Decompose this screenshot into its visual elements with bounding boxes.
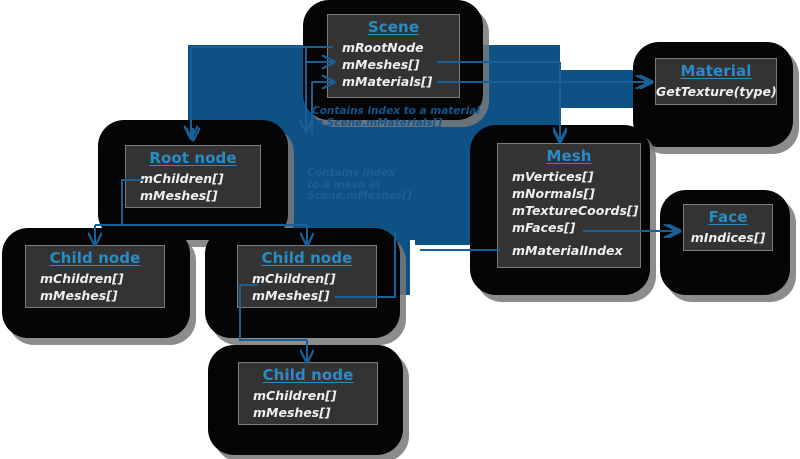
node-box-face[interactable]: Face mIndices[] (683, 204, 773, 251)
node-fields-mesh: mVertices[] mNormals[] mTextureCoords[] … (498, 168, 640, 259)
field-mesh-3: mFaces[] (512, 220, 576, 235)
node-fields-material: GetTexture(type) (656, 83, 777, 100)
mesh-index-annotation: Contains index to a mesh in Scene.mMeshe… (307, 167, 412, 202)
node-fields-scene: mRootNode mMeshes[] mMaterials[] (328, 39, 459, 90)
node-fields-child-left: mChildren[] mMeshes[] (26, 270, 164, 304)
node-box-material[interactable]: Material GetTexture(type) (655, 58, 777, 105)
node-fields-child-sub: mChildren[] mMeshes[] (239, 387, 377, 421)
field-face-0: mIndices[] (690, 230, 766, 245)
node-fields-root: mChildren[] mMeshes[] (126, 170, 260, 204)
node-title-child-mid: Child node (261, 249, 353, 267)
node-title-child-sub: Child node (262, 366, 354, 384)
node-fields-child-mid: mChildren[] mMeshes[] (238, 270, 376, 304)
field-child-sub-1: mMeshes[] (253, 405, 331, 420)
node-box-scene[interactable]: Scene mRootNode mMeshes[] mMaterials[] (327, 14, 460, 98)
node-box-child-sub[interactable]: Child node mChildren[] mMeshes[] (238, 362, 378, 425)
field-scene-0: mRootNode (342, 40, 424, 55)
node-box-root[interactable]: Root node mChildren[] mMeshes[] (125, 145, 261, 208)
node-title-mesh: Mesh (546, 147, 592, 165)
field-child-left-0: mChildren[] (40, 271, 124, 286)
node-box-child-mid[interactable]: Child node mChildren[] mMeshes[] (237, 245, 377, 308)
field-material-0: GetTexture(type) (656, 84, 777, 99)
node-box-child-left[interactable]: Child node mChildren[] mMeshes[] (25, 245, 165, 308)
field-scene-2: mMaterials[] (342, 74, 433, 89)
field-child-sub-0: mChildren[] (253, 388, 337, 403)
node-title-scene: Scene (367, 18, 420, 36)
field-root-1: mMeshes[] (140, 188, 218, 203)
field-scene-1: mMeshes[] (342, 57, 420, 72)
field-mesh-2: mTextureCoords[] (512, 203, 639, 218)
field-mesh-4: mMaterialIndex (512, 243, 623, 258)
field-mesh-1: mNormals[] (512, 186, 595, 201)
field-child-left-1: mMeshes[] (40, 288, 118, 303)
node-box-mesh[interactable]: Mesh mVertices[] mNormals[] mTextureCoor… (497, 143, 641, 268)
field-mesh-0: mVertices[] (512, 169, 594, 184)
node-title-material: Material (680, 62, 752, 80)
node-title-face: Face (708, 208, 748, 226)
node-title-child-left: Child node (49, 249, 141, 267)
node-fields-face: mIndices[] (684, 229, 772, 246)
field-child-mid-0: mChildren[] (252, 271, 336, 286)
material-index-annotation: Contains index to a material in Scene.mM… (312, 105, 480, 129)
field-child-mid-1: mMeshes[] (252, 288, 330, 303)
node-title-root: Root node (149, 149, 237, 167)
field-root-0: mChildren[] (140, 171, 224, 186)
